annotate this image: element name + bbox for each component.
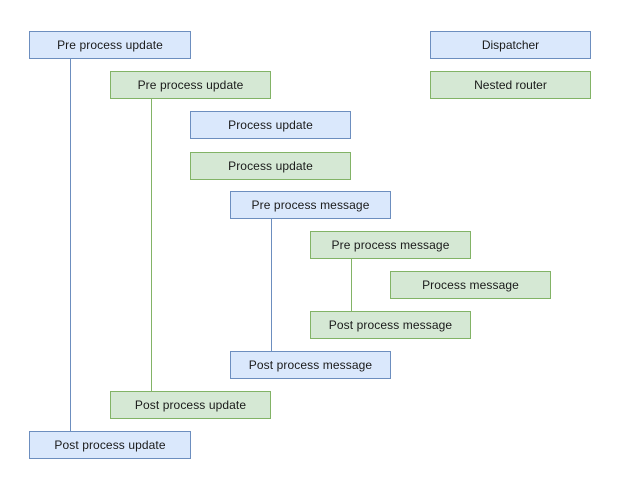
diagram-node-n5[interactable]: Pre process message [230, 191, 391, 219]
diagram-node-label: Process message [422, 278, 519, 292]
connector-n1-to-n11 [70, 59, 71, 431]
connector-n6-to-n8 [351, 259, 352, 311]
diagram-node-n4[interactable]: Process update [190, 152, 351, 180]
diagram-node-label: Pre process update [57, 38, 163, 52]
diagram-node-n2[interactable]: Pre process update [110, 71, 271, 99]
legend-item-label: Nested router [474, 78, 547, 92]
diagram-node-label: Process update [228, 118, 313, 132]
diagram-node-label: Post process message [328, 318, 453, 332]
legend-item-l1: Dispatcher [430, 31, 591, 59]
diagram-node-n9[interactable]: Post process message [230, 351, 391, 379]
diagram-node-label: Process update [228, 159, 313, 173]
diagram-node-label: Pre process message [331, 238, 450, 252]
diagram-node-n3[interactable]: Process update [190, 111, 351, 139]
legend-item-label: Dispatcher [481, 38, 540, 52]
diagram-node-n6[interactable]: Pre process message [310, 231, 471, 259]
connector-n2-to-n10 [151, 99, 152, 391]
diagram-node-n8[interactable]: Post process message [310, 311, 471, 339]
diagram-node-label: Pre process message [251, 198, 370, 212]
diagram-node-n7[interactable]: Process message [390, 271, 551, 299]
diagram-node-n10[interactable]: Post process update [110, 391, 271, 419]
diagram-node-label: Pre process update [137, 78, 244, 92]
legend-item-l2: Nested router [430, 71, 591, 99]
diagram-node-label: Post process update [54, 438, 166, 452]
diagram-node-n11[interactable]: Post process update [29, 431, 191, 459]
diagram-node-label: Post process message [248, 358, 373, 372]
connector-n5-to-n9 [271, 219, 272, 351]
diagram-node-n1[interactable]: Pre process update [29, 31, 191, 59]
diagram-node-label: Post process update [134, 398, 247, 412]
